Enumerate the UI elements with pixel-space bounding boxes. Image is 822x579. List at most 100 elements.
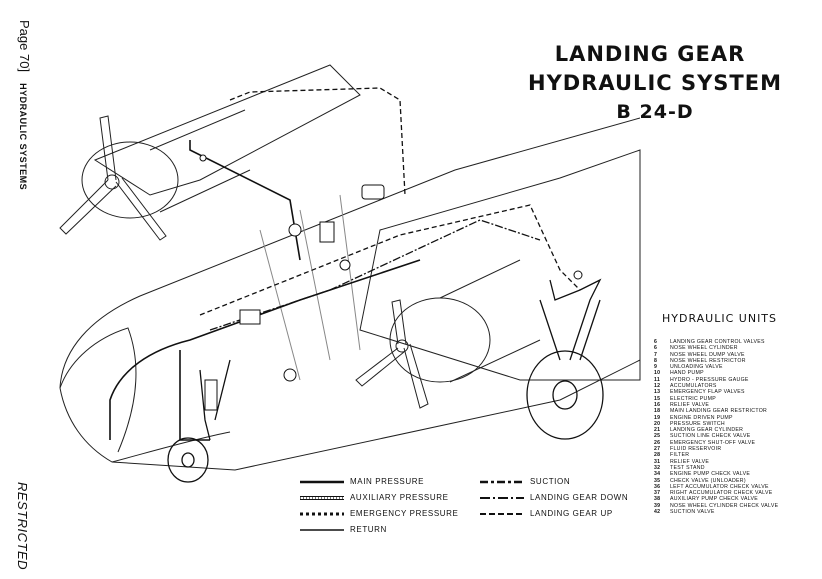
page-header: Page 70] HYDRAULIC SYSTEMS	[10, 20, 32, 260]
unit-label: NOSE WHEEL CYLINDER	[670, 345, 738, 352]
left-wing	[93, 64, 361, 196]
unit-label: ELECTRIC PUMP	[670, 395, 716, 402]
unit-row: 15 ELECTRIC PUMP	[654, 396, 819, 402]
legend-return: RETURN	[300, 525, 387, 534]
unit-label: TEST STAND	[670, 464, 705, 471]
unit-row: 10 HAND PUMP	[654, 370, 819, 376]
legend-suction: SUCTION	[480, 477, 570, 486]
unit-row: 34 ENGINE PUMP CHECK VALVE	[654, 471, 819, 477]
left-nacelle-body	[149, 109, 251, 213]
left-propeller	[59, 115, 167, 241]
unit-number: 42	[654, 509, 661, 516]
legend-landing-gear-up: LANDING GEAR UP	[480, 509, 613, 518]
unit-label: LEFT ACCUMULATOR CHECK VALVE	[670, 483, 769, 490]
unit-label: AUXILIARY PUMP CHECK VALVE	[670, 496, 759, 503]
landing-gear-up-line	[199, 204, 581, 316]
right-wing	[359, 149, 641, 381]
fuselage-belly	[111, 431, 231, 463]
unit-row: 12 ACCUMULATORS	[654, 383, 819, 389]
unit-number: 38	[654, 496, 661, 503]
legend-landing-gear-down-label: LANDING GEAR DOWN	[530, 493, 629, 502]
unit-number: 10	[654, 370, 661, 377]
line-legend: MAIN PRESSURE AUXILIARY PRESSURE EMERGEN…	[300, 477, 660, 537]
unit-number: 27	[654, 446, 661, 453]
unit-row: 38 AUXILIARY PUMP CHECK VALVE	[654, 496, 819, 502]
legend-main-pressure: MAIN PRESSURE	[300, 477, 424, 486]
unit-number: 32	[654, 464, 661, 471]
unit-number: 6	[654, 345, 658, 352]
unit-label: ACCUMULATORS	[670, 383, 717, 390]
hydraulic-components	[199, 154, 583, 411]
unit-label: EMERGENCY SHUT-OFF VALVE	[670, 439, 756, 446]
unit-row: 6 NOSE WHEEL CYLINDER	[654, 345, 819, 351]
legend-emergency-pressure: EMERGENCY PRESSURE	[300, 509, 458, 518]
unit-number: 19	[654, 414, 661, 421]
title-line-3: B 24-D	[616, 101, 694, 123]
unit-label: ENGINE PUMP CHECK VALVE	[670, 471, 751, 478]
suction-line	[209, 219, 541, 331]
unit-number: 15	[654, 395, 661, 402]
unit-label: FILTER	[670, 452, 690, 459]
legend-main-pressure-label: MAIN PRESSURE	[350, 477, 425, 486]
emergency-pressure-swatch	[300, 512, 344, 515]
left-nacelle	[81, 141, 179, 219]
unit-number: 6	[654, 339, 658, 345]
unit-number: 7	[654, 351, 658, 358]
nose-landing-gear	[167, 359, 231, 483]
unit-number: 34	[654, 471, 661, 478]
unit-number: 11	[654, 376, 661, 383]
unit-row: 8 NOSE WHEEL RESTRICTOR	[654, 358, 819, 364]
title-line-2: HYDRAULIC SYSTEM	[528, 71, 782, 95]
unit-label: SUCTION VALVE	[670, 509, 715, 516]
unit-label: EMERGENCY FLAP VALVES	[670, 389, 745, 396]
unit-label: NOSE WHEEL CYLINDER CHECK VALVE	[670, 502, 779, 509]
main-pressure-line	[109, 259, 421, 441]
page-number: Page 70]	[17, 20, 32, 73]
title-line-1: LANDING GEAR	[554, 42, 746, 66]
unit-number: 16	[654, 401, 661, 408]
unit-label: PRESSURE SWITCH	[670, 420, 725, 427]
main-pressure-swatch	[300, 480, 344, 483]
auxiliary-pressure-swatch	[300, 495, 344, 500]
fuselage-frames	[259, 194, 361, 381]
unit-number: 9	[654, 364, 658, 371]
legend-return-label: RETURN	[350, 525, 387, 534]
unit-label: HAND PUMP	[670, 370, 704, 377]
legend-landing-gear-down: LANDING GEAR DOWN	[480, 493, 628, 502]
unit-number: 28	[654, 452, 661, 459]
return-swatch	[300, 528, 344, 531]
legend-suction-label: SUCTION	[530, 477, 571, 486]
unit-label: SUCTION LINE CHECK VALVE	[670, 433, 751, 440]
unit-row: 6 LANDING GEAR CONTROL VALVES	[654, 339, 819, 345]
unit-number: 12	[654, 383, 661, 390]
unit-number: 37	[654, 490, 661, 497]
unit-number: 13	[654, 389, 661, 396]
unit-number: 8	[654, 357, 658, 364]
diagram-title: LANDING GEAR HYDRAULIC SYSTEM B 24-D	[528, 40, 782, 127]
unit-row: 20 PRESSURE SWITCH	[654, 421, 819, 427]
legend-auxiliary-pressure-label: AUXILIARY PRESSURE	[350, 493, 449, 502]
unit-label: NOSE WHEEL RESTRICTOR	[670, 357, 746, 364]
unit-row: 42 SUCTION VALVE	[654, 509, 819, 515]
unit-number: 20	[654, 420, 661, 427]
unit-label: LANDING GEAR CONTROL VALVES	[670, 339, 765, 345]
unit-number: 18	[654, 408, 661, 415]
unit-number: 31	[654, 458, 661, 465]
legend-emergency-pressure-label: EMERGENCY PRESSURE	[350, 509, 459, 518]
landing-gear-up-swatch	[480, 512, 524, 515]
